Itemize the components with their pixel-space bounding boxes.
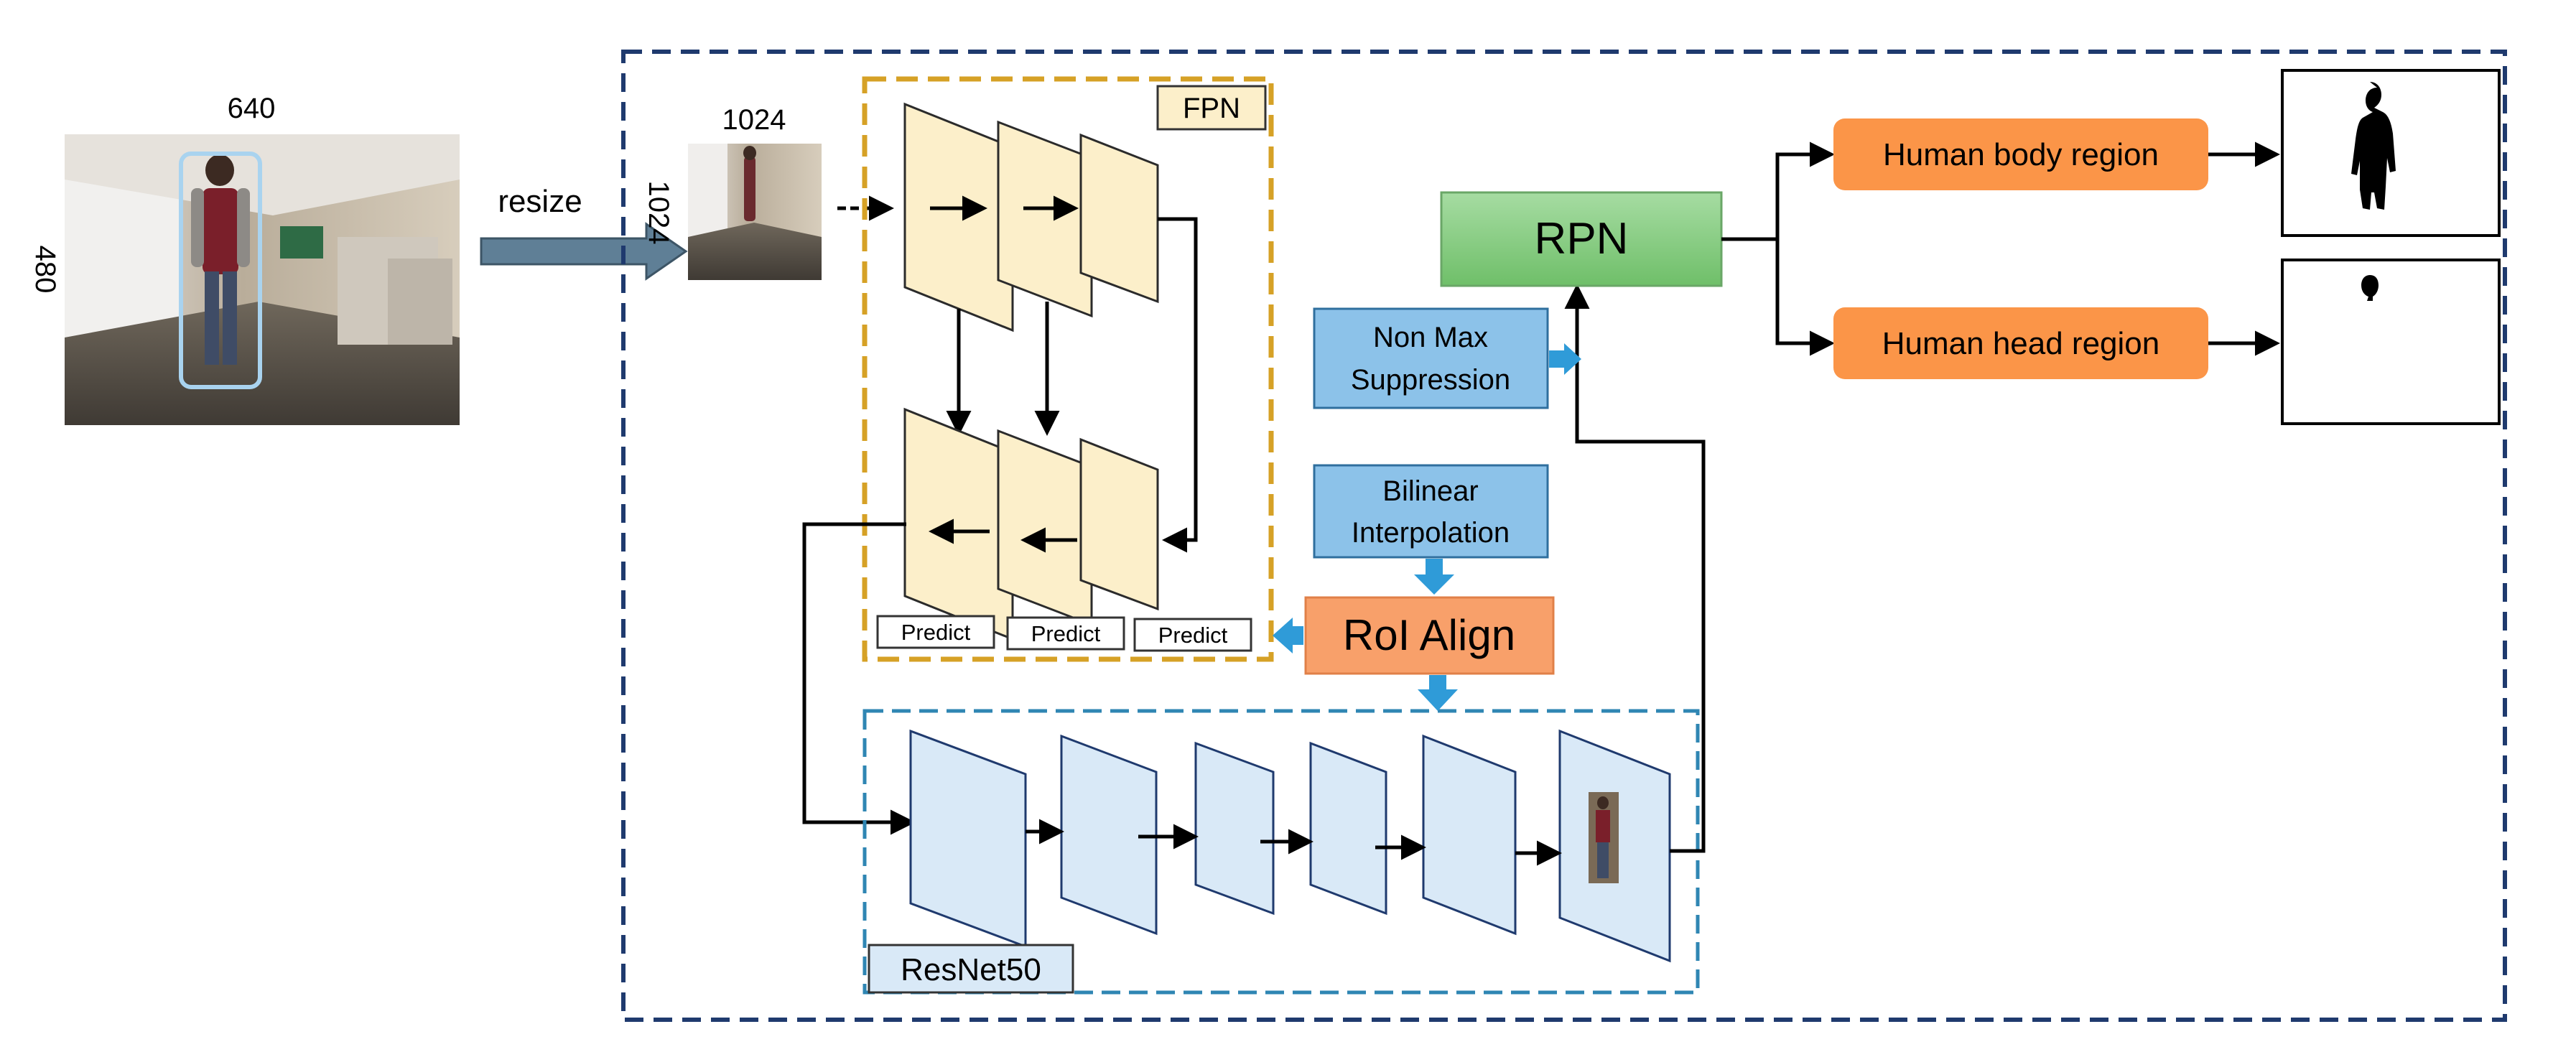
- input-photo: [65, 134, 460, 425]
- bilinear-box: [1313, 464, 1549, 559]
- body-mask-output: [2281, 69, 2501, 237]
- arrow-roi-to-fpn: [1273, 618, 1303, 653]
- head-region-pill: [1833, 307, 2208, 379]
- roi-align-label: RoI Align: [1343, 611, 1515, 659]
- nms-line1: Non Max: [1373, 322, 1488, 353]
- arrow-fpn-to-resnet: [802, 522, 916, 835]
- resize-label: resize: [498, 184, 582, 219]
- predict-label-1: Predict: [901, 620, 971, 645]
- fpn-frame: [862, 76, 1274, 662]
- pipeline-frame: [621, 50, 2507, 1022]
- body-region-label: Human body region: [1883, 137, 2159, 172]
- arrow-resnet-to-rpn: [1564, 284, 1706, 853]
- head-region-label: Human head region: [1882, 326, 2159, 361]
- arrow-rpn-to-body: [1775, 141, 1835, 239]
- fpn-top-layers: [903, 102, 1159, 332]
- arrow-rpn-to-head: [1775, 239, 1835, 356]
- body-region-pill: [1833, 118, 2208, 190]
- resized-width-label: 1024: [722, 104, 786, 136]
- fpn-label-box: [1156, 85, 1267, 131]
- arrow-nms-to-rpn: [1549, 343, 1581, 375]
- rpn-label: RPN: [1535, 214, 1629, 264]
- bounding-box: [179, 152, 262, 389]
- resnet-person-thumbnail: [1589, 792, 1619, 883]
- bilinear-line2: Interpolation: [1352, 517, 1510, 549]
- predict-boxes: [876, 615, 1252, 652]
- resized-photo: [688, 144, 822, 280]
- head-mask-output: [2281, 259, 2501, 425]
- roi-align-box: [1304, 596, 1555, 675]
- arrow-fpn-top-to-bottom: [1158, 217, 1198, 553]
- arrow-roi-to-resnet: [1418, 675, 1458, 711]
- input-height-label: 480: [29, 246, 61, 294]
- arrow-bilinear-to-roi: [1414, 559, 1454, 595]
- bilinear-line1: Bilinear: [1382, 475, 1478, 507]
- nms-box: [1313, 307, 1549, 409]
- rpn-box: [1440, 191, 1723, 287]
- predict-label-3: Predict: [1158, 623, 1228, 648]
- nms-line2: Suppression: [1351, 364, 1510, 396]
- resnet-label-box: [868, 944, 1074, 994]
- resnet-label: ResNet50: [901, 952, 1041, 987]
- resnet-layers: [909, 729, 1671, 963]
- resized-height-label: 1024: [643, 181, 674, 245]
- input-width-label: 640: [228, 93, 276, 124]
- fpn-bottom-layers: [903, 407, 1159, 641]
- fpn-label: FPN: [1183, 93, 1240, 124]
- resize-arrow: [480, 222, 688, 281]
- predict-label-2: Predict: [1031, 621, 1101, 646]
